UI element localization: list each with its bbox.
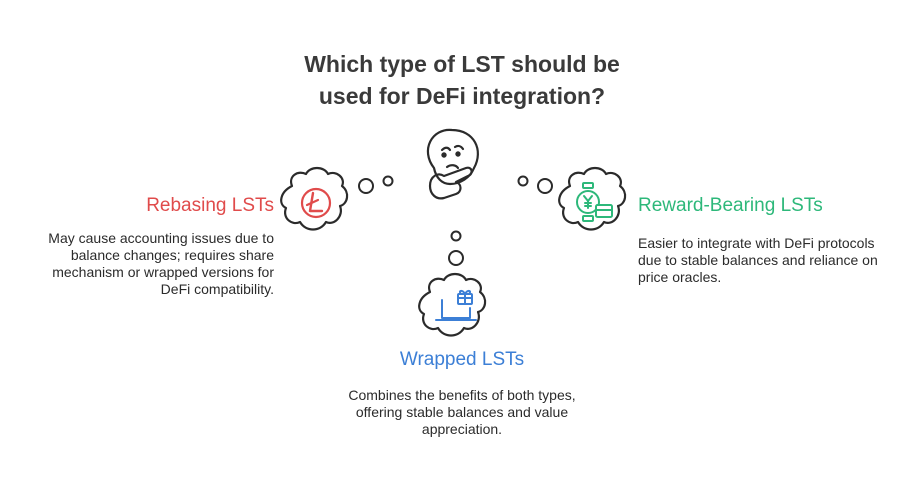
yen-watch-payment-icon — [576, 182, 613, 222]
laptop-gift-icon — [435, 290, 477, 321]
thinking-face-icon — [426, 128, 479, 200]
reward-desc-line: Easier to integrate with DeFi protocols — [638, 235, 875, 251]
rebasing-heading: Rebasing LSTs — [146, 195, 274, 216]
wrapped-desc-line: offering stable balances and value — [355, 404, 569, 420]
wrapped-cloud — [418, 272, 487, 337]
wrapped-description: Combines the benefits of both types, off… — [312, 387, 612, 438]
wrapped-heading: Wrapped LSTs — [399, 349, 525, 370]
reward-description: Easier to integrate with DeFi protocols … — [638, 235, 918, 286]
rebasing-description: May cause accounting issues due to balan… — [14, 230, 274, 298]
thought-dots-left — [358, 175, 394, 194]
rebasing-desc-line: May cause accounting issues due to — [48, 230, 274, 246]
wrapped-desc-line: Combines the benefits of both types, — [348, 387, 576, 403]
reward-cloud — [558, 166, 627, 231]
thought-dots-bottom — [448, 230, 464, 266]
rebasing-desc-line: DeFi compatibility. — [160, 281, 274, 297]
thought-dots-right — [517, 175, 553, 194]
wrapped-desc-line: appreciation. — [421, 421, 503, 437]
reward-desc-line: due to stable balances and reliance on — [638, 252, 878, 268]
rebasing-cloud — [280, 166, 349, 231]
rebasing-desc-line: balance changes; requires share — [70, 247, 274, 263]
title-line-2: used for DeFi integration? — [318, 83, 606, 109]
page-title: Which type of LST should be used for DeF… — [0, 48, 924, 112]
reward-desc-line: price oracles. — [638, 269, 722, 285]
reward-heading: Reward-Bearing LSTs — [638, 195, 823, 216]
litecoin-icon — [300, 187, 332, 219]
title-line-1: Which type of LST should be — [304, 51, 620, 77]
rebasing-desc-line: mechanism or wrapped versions for — [52, 264, 274, 280]
